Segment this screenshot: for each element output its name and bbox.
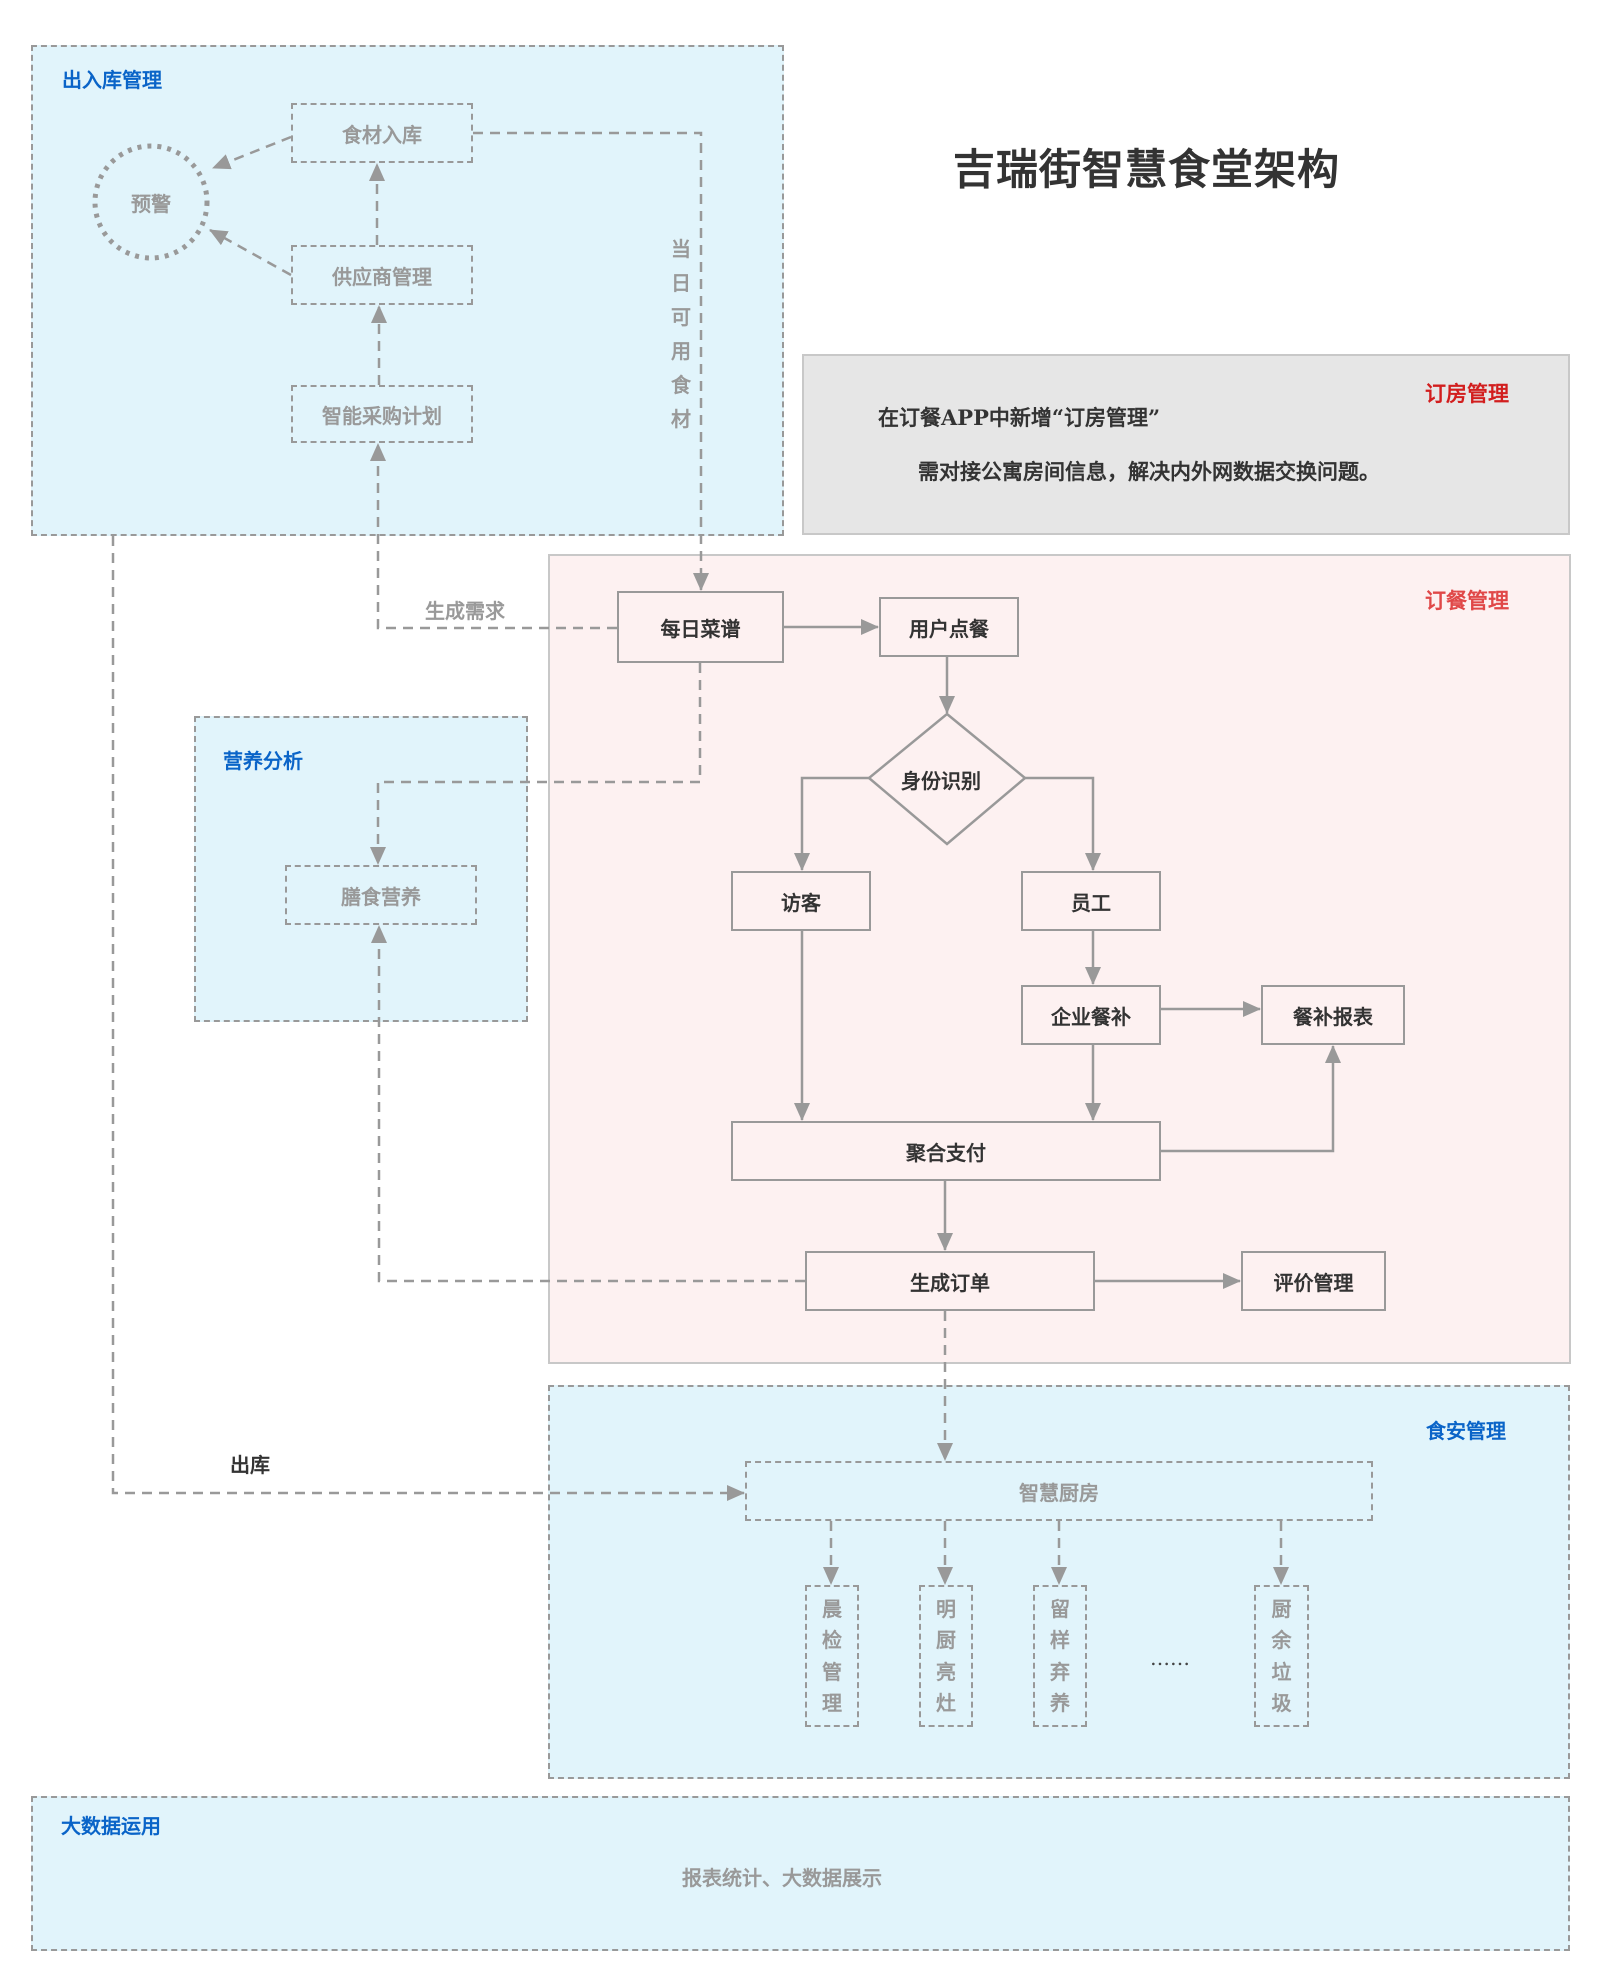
char: 材 (671, 407, 691, 431)
node-label: 食材入库 (342, 122, 422, 147)
node-payment[interactable]: 聚合支付 (731, 1121, 1161, 1181)
node-label: 生成订单 (910, 1270, 990, 1295)
char: 日 (671, 271, 691, 295)
char: 检 (822, 1628, 842, 1653)
node-warning[interactable]: 预警 (94, 145, 208, 259)
region-room-booking (802, 354, 1570, 535)
node-open-kitchen[interactable]: 明 厨 亮 灶 (919, 1585, 973, 1727)
char: 垃 (1271, 1659, 1292, 1684)
char: 留 (1050, 1596, 1070, 1621)
node-sample-keep[interactable]: 留 样 弃 养 (1033, 1585, 1087, 1727)
node-label: 评价管理 (1273, 1270, 1354, 1295)
node-label: 聚合支付 (906, 1140, 986, 1165)
region-title-ordering: 订餐管理 (1425, 588, 1509, 613)
node-label: 员工 (1071, 890, 1111, 915)
char: 养 (1050, 1691, 1070, 1716)
region-title-warehouse: 出入库管理 (62, 68, 162, 92)
node-subsidy[interactable]: 企业餐补 (1021, 985, 1161, 1045)
char: 明 (936, 1596, 956, 1621)
node-label: 供应商管理 (332, 264, 432, 289)
char: 食 (671, 373, 691, 397)
char: 圾 (1271, 1691, 1292, 1716)
node-subsidy-report[interactable]: 餐补报表 (1261, 985, 1405, 1045)
node-daily-menu[interactable]: 每日菜谱 (617, 591, 784, 663)
node-identity[interactable]: 身份识别 (901, 769, 981, 793)
node-morning-check[interactable]: 晨 检 管 理 (805, 1585, 859, 1727)
region-title-big-data: 大数据运用 (61, 1814, 161, 1838)
char: 可 (671, 305, 691, 329)
node-label: 访客 (781, 890, 821, 915)
node-label: 餐补报表 (1293, 1004, 1373, 1029)
node-kitchen-waste[interactable]: 厨 余 垃 圾 (1254, 1585, 1309, 1727)
char: 厨 (1271, 1596, 1292, 1621)
edge-label-generate-demand: 生成需求 (425, 599, 505, 623)
region-title-food-safety: 食安管理 (1426, 1419, 1506, 1443)
node-label: 预警 (131, 191, 171, 216)
char: 厨 (936, 1628, 956, 1653)
region-big-data (31, 1796, 1570, 1951)
char: 当 (671, 237, 691, 261)
node-label: 智慧厨房 (1019, 1480, 1099, 1505)
edge-label-daily-ingredients: 当 日 可 用 食 材 (664, 232, 698, 436)
char: 弃 (1050, 1659, 1070, 1684)
node-employee[interactable]: 员工 (1021, 871, 1161, 931)
node-ingredient-in[interactable]: 食材入库 (291, 103, 473, 163)
region-ordering (548, 554, 1571, 1364)
node-diet-nutrition[interactable]: 膳食营养 (285, 865, 477, 925)
node-user-order[interactable]: 用户点餐 (879, 597, 1019, 657)
char: 样 (1050, 1628, 1070, 1653)
char: 晨 (822, 1596, 842, 1621)
node-visitor[interactable]: 访客 (731, 871, 871, 931)
char: 用 (671, 339, 691, 363)
node-label: 膳食营养 (341, 884, 421, 909)
region-title-room-booking: 订房管理 (1425, 381, 1509, 406)
char: 灶 (936, 1691, 956, 1716)
node-supplier[interactable]: 供应商管理 (291, 245, 473, 305)
node-label: 企业餐补 (1051, 1004, 1131, 1029)
char: 亮 (936, 1659, 956, 1684)
node-review[interactable]: 评价管理 (1241, 1251, 1386, 1311)
region-title-nutrition: 营养分析 (223, 749, 303, 773)
node-label: 智能采购计划 (322, 403, 442, 428)
node-label: 用户点餐 (909, 616, 989, 641)
node-smart-kitchen[interactable]: 智慧厨房 (745, 1461, 1373, 1521)
big-data-content: 报表统计、大数据展示 (682, 1866, 882, 1890)
char: 余 (1271, 1628, 1292, 1653)
page-title: 吉瑞街智慧食堂架构 (953, 145, 1341, 194)
char: 理 (822, 1691, 842, 1716)
room-booking-note-1: 在订餐APP中新增“订房管理” (878, 405, 1161, 430)
edge-label-outbound: 出库 (230, 1453, 270, 1477)
node-label: 每日菜谱 (660, 616, 741, 641)
char: 管 (822, 1659, 842, 1684)
node-purchase-plan[interactable]: 智能采购计划 (291, 385, 473, 443)
room-booking-note-2: 需对接公寓房间信息，解决内外网数据交换问题。 (918, 459, 1380, 484)
ellipsis: …… (1150, 1646, 1190, 1670)
node-create-order[interactable]: 生成订单 (805, 1251, 1095, 1311)
